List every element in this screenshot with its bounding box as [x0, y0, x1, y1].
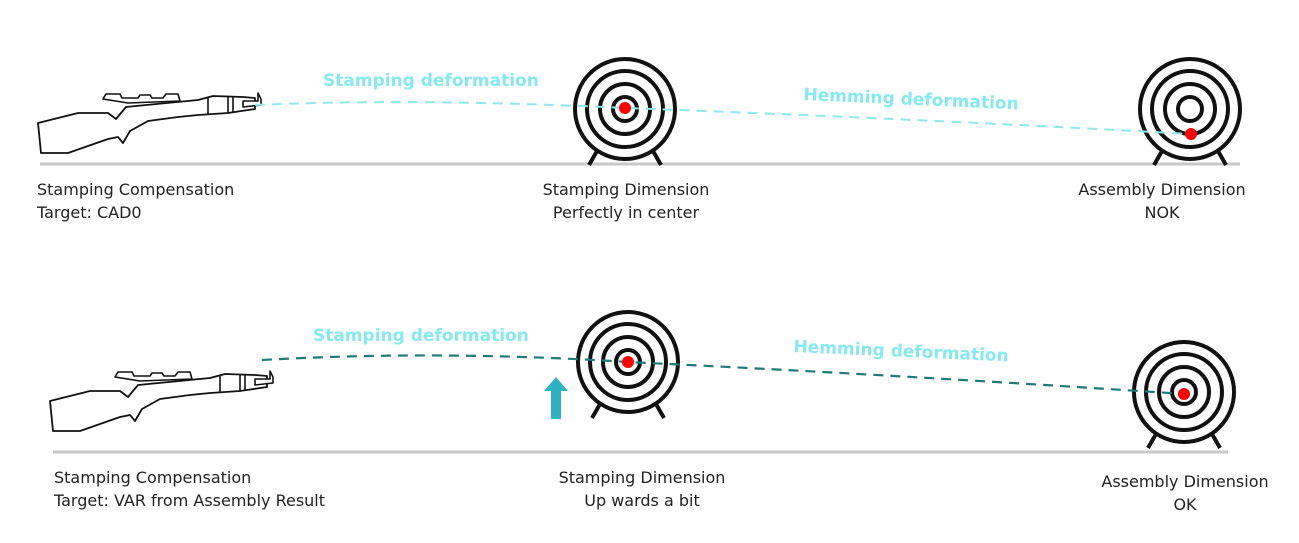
- caption-subtitle: Target: VAR from Assembly Result: [54, 491, 326, 510]
- caption-title: Stamping Dimension: [542, 180, 710, 199]
- up-arrow-icon: [544, 377, 568, 419]
- stamping-deformation-label: Stamping deformation: [313, 326, 529, 346]
- caption-title: Stamping Compensation: [37, 180, 235, 199]
- caption-title: Stamping Compensation: [54, 468, 252, 487]
- gun-caption-row1: Stamping Compensation Target: CAD0: [37, 178, 234, 224]
- caption-subtitle: Up wards a bit: [584, 491, 700, 510]
- caption-subtitle: Perfectly in center: [552, 203, 700, 222]
- bullet-hit-offset: [1185, 128, 1197, 140]
- caption-subtitle: OK: [1173, 495, 1197, 514]
- target1-caption-row1: Stamping Dimension Perfectly in center: [543, 178, 710, 224]
- caption-title: Assembly Dimension: [1101, 472, 1269, 491]
- caption-title: Stamping Dimension: [558, 468, 726, 487]
- caption-title: Assembly Dimension: [1078, 180, 1246, 199]
- trajectory-row1: [254, 101, 1191, 135]
- stamping-deformation-label: Stamping deformation: [323, 71, 539, 91]
- target1-caption-row2: Stamping Dimension Up wards a bit: [559, 466, 726, 512]
- target2-caption-row1: Assembly Dimension NOK: [1078, 178, 1245, 224]
- bullet-hit-center: [1178, 388, 1190, 400]
- target2-caption-row2: Assembly Dimension OK: [1101, 470, 1268, 516]
- archery-target-icon: [1138, 57, 1242, 167]
- gun-caption-row2: Stamping Compensation Target: VAR from A…: [54, 466, 325, 512]
- bullet-hit-center: [622, 356, 634, 368]
- rifle-icon: [49, 370, 274, 432]
- trajectory-row2: [261, 354, 1185, 396]
- rifle-icon: [37, 92, 262, 154]
- caption-subtitle: Target: CAD0: [37, 203, 142, 222]
- caption-subtitle: NOK: [1144, 203, 1180, 222]
- bullet-hit-center: [619, 102, 631, 114]
